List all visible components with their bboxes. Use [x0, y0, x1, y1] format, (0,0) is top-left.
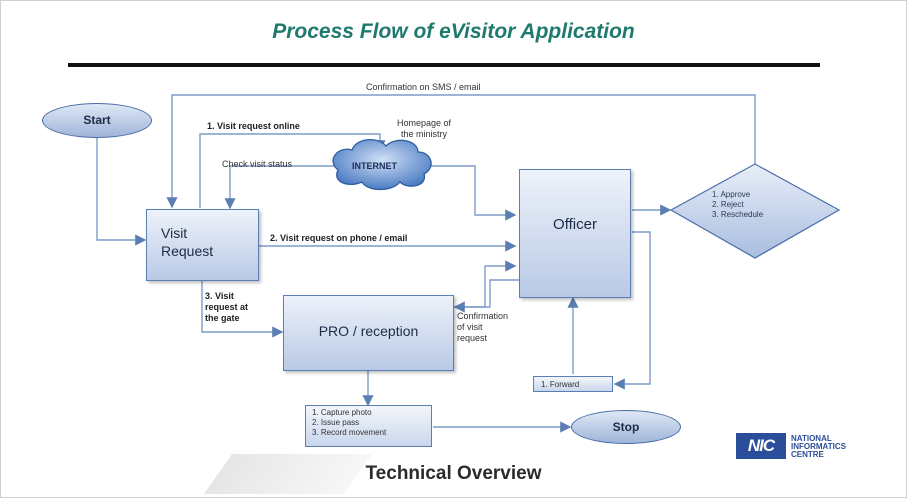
decision-options: 1. Approve 2. Reject 3. Reschedule: [712, 190, 763, 220]
internet-cloud: [332, 139, 432, 191]
forward-box: 1. Forward: [533, 376, 613, 392]
arrow-check-status: [224, 165, 335, 210]
homepage-line1: Homepage of: [397, 118, 452, 128]
visit-gate-line2: request at: [205, 302, 249, 312]
confirmation-visit-line3: request: [457, 333, 488, 343]
decision-approve: 1. Approve: [712, 190, 751, 199]
officer-box: Officer: [519, 169, 631, 298]
slide-title: Process Flow of eVisitor Application: [272, 20, 635, 43]
gate-action-capture: 1. Capture photo: [312, 408, 372, 417]
arrow-start-to-visit: [96, 136, 147, 246]
confirmation-visit-line2: of visit: [457, 322, 483, 332]
nic-logo-line1: NATIONAL: [791, 434, 832, 443]
arrow-officer-forward: [613, 231, 651, 390]
visit-request-line2: Request: [161, 243, 214, 259]
confirmation-visit-label: Confirmation of visit request: [457, 311, 508, 344]
visit-request-line1: Visit: [161, 225, 188, 241]
officer-label: Officer: [553, 216, 597, 233]
title-divider: [68, 63, 820, 67]
arrow-confirmation-sms: [166, 94, 756, 209]
arrow-internet-officer: [430, 165, 517, 221]
start-node: Start: [42, 103, 152, 138]
check-status-label: Check visit status: [222, 159, 293, 169]
footer-title: Technical Overview: [365, 463, 542, 484]
forward-label: 1. Forward: [541, 380, 580, 389]
nic-logo-text: NATIONAL INFORMATICS CENTRE: [791, 435, 901, 459]
gate-action-issue: 2. Issue pass: [312, 418, 360, 427]
pro-reception-box: PRO / reception: [283, 295, 454, 371]
homepage-label: Homepage of the ministry: [397, 118, 451, 140]
internet-label: INTERNET: [352, 161, 397, 171]
nic-logo-line3: CENTRE: [791, 450, 824, 459]
arrow-pro-officer: [453, 260, 517, 308]
stop-label: Stop: [612, 420, 640, 434]
visit-gate-line1: 3. Visit: [205, 291, 234, 301]
visit-phone-label: 2. Visit request on phone / email: [270, 233, 408, 243]
visit-online-label: 1. Visit request online: [207, 121, 300, 131]
nic-logo-line2: INFORMATICS: [791, 442, 846, 451]
nic-logo-mark: NIC: [736, 433, 786, 459]
visit-gate-label: 3. Visit request at the gate: [205, 291, 248, 324]
decision-reschedule: 3. Reschedule: [712, 210, 764, 219]
stop-node: Stop: [571, 410, 681, 444]
homepage-line2: the ministry: [401, 129, 448, 139]
gate-actions-box: 1. Capture photo 2. Issue pass 3. Record…: [305, 405, 432, 447]
visit-request-box: Visit Request: [146, 209, 259, 281]
decision-diamond: [669, 163, 841, 259]
arrow-visit-gate: [201, 280, 284, 338]
arrow-officer-pro: [453, 279, 520, 313]
decision-reject: 2. Reject: [712, 200, 744, 209]
gate-action-record: 3. Record movement: [312, 428, 387, 437]
start-label: Start: [83, 113, 111, 127]
confirmation-visit-line1: Confirmation: [457, 311, 509, 321]
confirmation-sms-label: Confirmation on SMS / email: [366, 82, 481, 92]
visit-gate-line3: the gate: [205, 313, 240, 323]
pro-reception-label: PRO / reception: [318, 323, 419, 339]
